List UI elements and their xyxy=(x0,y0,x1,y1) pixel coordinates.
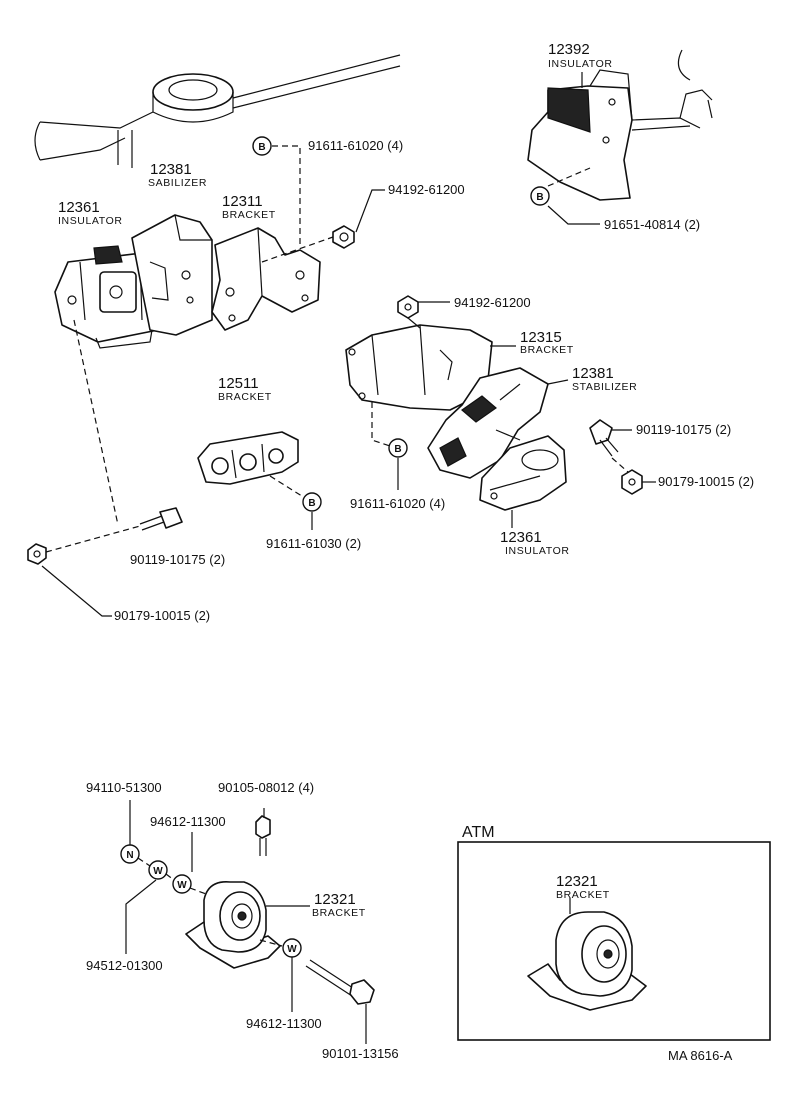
callout-b-2: B xyxy=(530,186,550,206)
label-91611-61020-top: 91611-61020 (4) xyxy=(308,138,403,153)
label-94512-01300: 94512-01300 xyxy=(86,958,163,973)
label-12315-name: BRACKET xyxy=(520,344,574,356)
label-12361-left-name: INSULATOR xyxy=(58,215,123,227)
label-12321-name: BRACKET xyxy=(312,907,366,919)
svg-text:W: W xyxy=(153,866,163,877)
label-12381-left-name: SABILIZER xyxy=(148,177,207,189)
bolt-90105-drawing xyxy=(255,815,271,856)
svg-text:B: B xyxy=(258,142,265,153)
label-12381-right-number: 12381 xyxy=(572,365,614,382)
label-atm-12321-number: 12321 xyxy=(556,873,598,890)
label-90119-10175-right: 90119-10175 (2) xyxy=(636,422,731,437)
stabilizer-12381-left-drawing xyxy=(131,214,213,336)
label-91611-61030: 91611-61030 (2) xyxy=(266,536,361,551)
svg-text:N: N xyxy=(126,850,133,861)
stabilizer-12381-right-drawing xyxy=(427,367,549,479)
label-94192-61200-top: 94192-61200 xyxy=(388,182,465,197)
nut-94192-right-drawing xyxy=(397,295,421,329)
label-94612-11300-a: 94612-11300 xyxy=(150,814,226,829)
leader-lines-top-left xyxy=(41,145,385,617)
label-94612-11300-b: 94612-11300 xyxy=(246,1016,322,1031)
svg-text:W: W xyxy=(177,880,187,891)
svg-text:W: W xyxy=(287,944,297,955)
nut-90179-left-drawing xyxy=(27,543,47,565)
nut-94192-left-drawing xyxy=(332,225,355,249)
atm-title: ATM xyxy=(462,824,495,841)
frame-context-drawing xyxy=(34,54,401,168)
label-94192-61200-mid: 94192-61200 xyxy=(454,295,531,310)
label-12511-number: 12511 xyxy=(218,375,259,392)
drawing-code: MA 8616-A xyxy=(668,1048,733,1063)
svg-text:B: B xyxy=(536,192,543,203)
bracket-12321-drawing xyxy=(185,881,281,969)
insulator-12361-right-drawing xyxy=(479,435,567,511)
label-94110-51300: 94110-51300 xyxy=(86,780,162,795)
label-91651-40814: 91651-40814 (2) xyxy=(604,217,700,232)
label-12381-right-name: STABILIZER xyxy=(572,381,637,393)
callout-b-4: B xyxy=(302,492,322,512)
bolt-90119-right-drawing xyxy=(589,419,619,457)
label-90101-13156: 90101-13156 xyxy=(322,1046,399,1061)
label-12392-number: 12392 xyxy=(548,41,590,58)
label-12392-name: INSULATOR xyxy=(548,58,613,70)
label-12315-number: 12315 xyxy=(520,329,562,346)
label-12361-right-name: INSULATOR xyxy=(505,545,570,557)
label-90179-10015-left: 90179-10015 (2) xyxy=(114,608,210,623)
callout-w-2: W xyxy=(172,874,192,894)
bracket-12511-drawing xyxy=(197,431,299,485)
label-12311-number: 12311 xyxy=(222,193,263,210)
nut-90179-right-drawing xyxy=(621,469,643,495)
leader-lines-mid-right xyxy=(371,301,656,528)
atm-box xyxy=(457,841,771,1041)
bolt-90101-drawing xyxy=(305,959,375,1005)
callout-w-3: W xyxy=(282,938,302,958)
label-atm-12321-name: BRACKET xyxy=(556,889,610,901)
svg-text:B: B xyxy=(394,444,401,455)
svg-text:B: B xyxy=(308,498,315,509)
label-91611-61020-mid: 91611-61020 (4) xyxy=(350,496,445,511)
leader-lines-bottom-left xyxy=(125,800,367,1044)
label-12361-left-number: 12361 xyxy=(58,199,100,216)
insulator-12361-left-drawing xyxy=(54,245,161,349)
label-12381-left-number: 12381 xyxy=(150,161,192,178)
callout-b-1: B xyxy=(252,136,272,156)
bolt-90119-left-drawing xyxy=(139,507,183,531)
leader-lines-top-right xyxy=(547,72,600,225)
insulator-12392-drawing xyxy=(527,49,713,201)
callout-w-1: W xyxy=(148,860,168,880)
bracket-12311-drawing xyxy=(211,227,321,331)
label-12511-name: BRACKET xyxy=(218,391,272,403)
label-90105-08012: 90105-08012 (4) xyxy=(218,780,314,795)
label-12311-name: BRACKET xyxy=(222,209,276,221)
label-90119-10175-left: 90119-10175 (2) xyxy=(130,552,225,567)
label-12361-right-number: 12361 xyxy=(500,529,542,546)
callout-n: N xyxy=(120,844,140,864)
callout-b-3: B xyxy=(388,438,408,458)
label-90179-10015-right: 90179-10015 (2) xyxy=(658,474,754,489)
label-12321-number: 12321 xyxy=(314,891,356,908)
